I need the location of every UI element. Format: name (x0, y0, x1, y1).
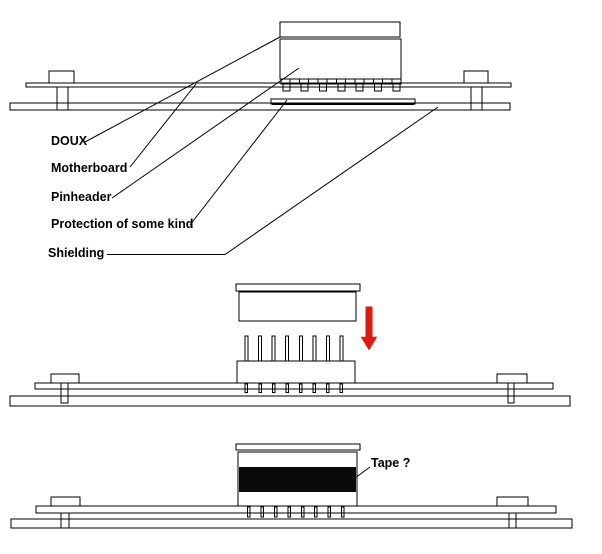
label-protection: Protection of some kind (51, 217, 194, 231)
doux-pointer-line (84, 36, 281, 143)
standoff-right-3 (496, 496, 529, 529)
motherboard-pointer-line (129, 83, 197, 168)
pinheader-long-pins (244, 335, 344, 362)
solder-stubs-2 (244, 383, 344, 393)
pinheader-pins (280, 78, 402, 92)
shielding-plate-2 (9, 395, 571, 407)
pinheader-cell-dividers (289, 79, 393, 84)
figure2-assembly (9, 283, 571, 407)
standoff-right (463, 70, 489, 111)
doux-module-lid-3 (235, 443, 361, 451)
standoff-right-head (463, 70, 489, 84)
doux-module-lid (279, 21, 401, 38)
standoff-left-head (48, 70, 75, 84)
label-shielding: Shielding (48, 246, 105, 260)
doux-module-lid-2 (235, 283, 361, 292)
pinheader-pointer-line (111, 67, 300, 199)
figure3-assembly (10, 443, 573, 529)
figure1-assembly (9, 21, 512, 255)
label-pinheader: Pinheader (51, 190, 112, 204)
standoff-right-post (470, 86, 483, 111)
label-doux: DOUX (51, 134, 88, 148)
label-motherboard: Motherboard (51, 161, 128, 175)
solder-stubs-3 (247, 506, 345, 518)
doux-module-body-2 (238, 291, 357, 322)
shielding-plate (9, 102, 511, 111)
motherboard-bar-2 (34, 382, 554, 390)
standoff-left (48, 70, 75, 111)
label-pointer-lines (84, 36, 439, 255)
pinheader-block (236, 360, 356, 384)
standoff-left-2 (50, 373, 80, 404)
protection-pointer-line (189, 99, 288, 226)
standoff-left-post (56, 86, 69, 111)
standoff-right-2 (496, 373, 528, 404)
shielding-plate-3 (10, 518, 573, 529)
motherboard-bar-3 (35, 505, 557, 514)
red-down-arrow-icon (360, 306, 378, 351)
motherboard-bar (25, 82, 512, 88)
tape-pointer-line (354, 466, 371, 479)
doux-module-body (279, 38, 402, 80)
shielding-pointer-line (107, 106, 439, 255)
standoff-left-3 (50, 496, 81, 529)
label-tape: Tape ? (371, 456, 411, 470)
tape-band (239, 467, 356, 492)
